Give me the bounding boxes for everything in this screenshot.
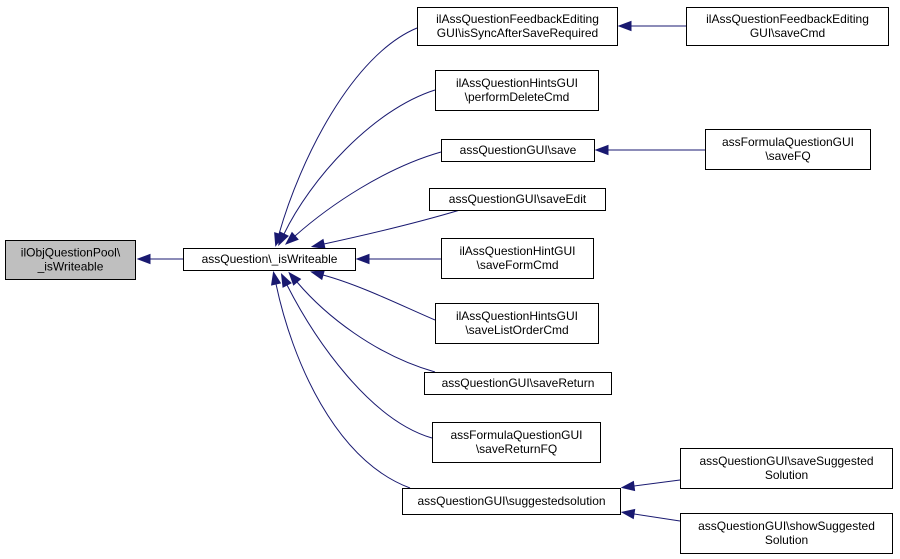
node-label-line: assQuestionGUI\save: [460, 143, 577, 157]
edge-line: [633, 479, 681, 487]
node-box: [441, 238, 594, 279]
node-label-line: \saveFQ: [765, 149, 810, 163]
call-nodes: ilObjQuestionPool\_isWriteable assQuestio…: [5, 7, 893, 554]
node-label-line: assQuestionGUI\showSuggested: [698, 519, 875, 533]
node-pool-writeable[interactable]: ilObjQuestionPool\_isWriteable: [5, 240, 136, 280]
call-edges: [136, 20, 705, 522]
edge-gui_saveedit-to-q_writeable: [310, 209, 461, 249]
edge-fb_save-to-fb_sync: [617, 20, 686, 32]
edge-gui_savereturn-to-q_writeable: [288, 271, 436, 373]
node-label-line: _isWriteable: [37, 260, 104, 274]
node-hint-saveform[interactable]: ilAssQuestionHintGUI\saveFormCmd: [441, 238, 594, 279]
edge-line: [323, 209, 461, 245]
arrowhead: [310, 238, 326, 249]
node-label-line: GUI\saveCmd: [750, 26, 825, 40]
edge-q_writeable-to-pool_writeable: [136, 253, 183, 265]
arrowhead: [620, 480, 636, 492]
edge-gui_savesuggested-to-gui_suggested: [620, 479, 681, 492]
node-box: [417, 7, 618, 46]
node-box: [705, 129, 871, 170]
arrowhead: [355, 253, 370, 265]
node-gui-saveedit[interactable]: assQuestionGUI\saveEdit: [429, 188, 606, 211]
edge-hints_delete-to-q_writeable: [278, 89, 436, 247]
node-box: [424, 372, 612, 395]
edge-gui_showsuggested-to-gui_suggested: [620, 508, 681, 522]
edge-line: [633, 513, 681, 522]
node-label-line: assQuestionGUI\saveSuggested: [699, 454, 873, 468]
arrowhead: [620, 508, 636, 520]
node-box: [680, 448, 893, 489]
node-box: [432, 422, 601, 463]
node-label-line: ilObjQuestionPool\: [21, 246, 121, 260]
edge-line: [322, 274, 436, 321]
edge-fb_sync-to-q_writeable: [274, 27, 418, 247]
node-label-line: assQuestionGUI\saveReturn: [442, 376, 595, 390]
node-label-line: \performDeleteCmd: [465, 90, 570, 104]
node-gui-suggested[interactable]: assQuestionGUI\suggestedsolution: [402, 488, 621, 515]
arrowhead: [270, 270, 282, 286]
node-label-line: Solution: [765, 533, 808, 547]
node-gui-savereturn[interactable]: assQuestionGUI\saveReturn: [424, 372, 612, 395]
edge-line: [275, 283, 411, 489]
edge-formula_savereturnfq-to-q_writeable: [280, 273, 433, 439]
node-label-line: ilAssQuestionHintGUI: [459, 244, 575, 258]
edge-formula_savefq-to-gui_save: [594, 144, 705, 156]
edge-hints_savelist-to-q_writeable: [310, 270, 436, 321]
node-box: [686, 7, 889, 46]
node-fb-sync[interactable]: ilAssQuestionFeedbackEditingGUI\isSyncAf…: [417, 7, 618, 46]
node-label-line: ilAssQuestionFeedbackEditing: [436, 12, 599, 26]
node-label-line: Solution: [765, 468, 808, 482]
node-label-line: \saveListOrderCmd: [465, 323, 568, 337]
node-box: [429, 188, 606, 211]
node-box: [680, 513, 893, 554]
arrowhead: [284, 231, 299, 245]
node-label-line: ilAssQuestionHintsGUI: [456, 309, 578, 323]
node-box: [435, 303, 599, 344]
arrowhead: [288, 271, 302, 286]
node-box: [5, 240, 136, 280]
node-hints-delete[interactable]: ilAssQuestionHintsGUI\performDeleteCmd: [435, 70, 599, 111]
node-box: [435, 70, 599, 111]
node-formula-savefq[interactable]: assFormulaQuestionGUI\saveFQ: [705, 129, 871, 170]
edge-line: [286, 284, 433, 439]
arrowhead: [280, 273, 292, 288]
node-formula-savereturnfq[interactable]: assFormulaQuestionGUI\saveReturnFQ: [432, 422, 601, 463]
node-q-writeable[interactable]: assQuestion\_isWriteable: [183, 248, 356, 271]
node-label-line: GUI\isSyncAfterSaveRequired: [437, 26, 598, 40]
edge-line: [278, 27, 418, 235]
node-hints-savelist[interactable]: ilAssQuestionHintsGUI\saveListOrderCmd: [435, 303, 599, 344]
arrowhead: [594, 144, 609, 156]
node-label-line: \saveReturnFQ: [476, 442, 557, 456]
node-label-line: assQuestionGUI\suggestedsolution: [417, 494, 605, 508]
edge-gui_save-to-q_writeable: [284, 151, 442, 245]
arrowhead: [136, 253, 151, 265]
edge-line: [294, 151, 442, 237]
edge-hint_saveform-to-q_writeable: [355, 253, 441, 265]
edge-line: [283, 89, 436, 235]
node-label-line: assQuestion\_isWriteable: [202, 252, 338, 266]
node-label-line: assFormulaQuestionGUI: [722, 135, 854, 149]
arrowhead: [617, 20, 632, 32]
node-label-line: ilAssQuestionHintsGUI: [456, 76, 578, 90]
edge-gui_suggested-to-q_writeable: [270, 270, 411, 489]
node-label-line: ilAssQuestionFeedbackEditing: [706, 12, 869, 26]
arrowhead: [278, 231, 289, 247]
edge-line: [296, 281, 436, 373]
node-box: [441, 139, 595, 162]
node-label-line: assFormulaQuestionGUI: [450, 428, 582, 442]
arrowhead: [310, 270, 325, 281]
node-label-line: \saveFormCmd: [476, 258, 558, 272]
node-box: [402, 488, 621, 515]
node-gui-save[interactable]: assQuestionGUI\save: [441, 139, 595, 162]
node-box: [183, 248, 356, 271]
node-label-line: assQuestionGUI\saveEdit: [449, 192, 587, 206]
